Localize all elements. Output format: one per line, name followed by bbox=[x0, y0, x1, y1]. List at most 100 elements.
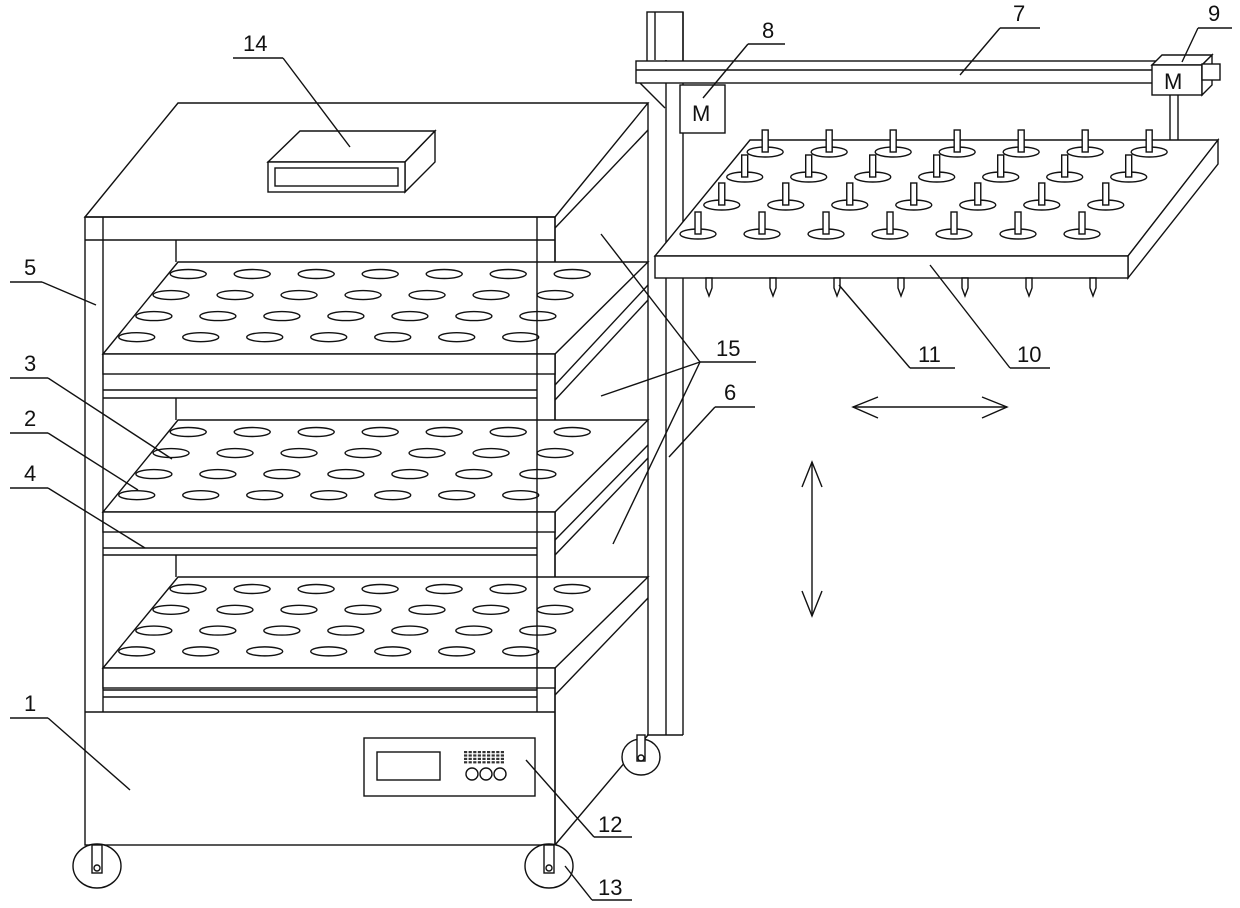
tray bbox=[103, 577, 648, 688]
keypad-key bbox=[496, 758, 499, 760]
keypad-key bbox=[473, 754, 476, 756]
keypad-key bbox=[464, 751, 467, 753]
needle bbox=[706, 278, 712, 296]
top-display-box bbox=[268, 131, 435, 192]
label-12: 12 bbox=[598, 812, 622, 837]
needle-plate bbox=[655, 130, 1218, 296]
keypad-key bbox=[473, 751, 476, 753]
control-panel bbox=[364, 738, 535, 796]
label-7: 7 bbox=[1013, 1, 1025, 26]
tray bbox=[103, 420, 648, 532]
label-10: 10 bbox=[1017, 342, 1041, 367]
keypad-key bbox=[469, 758, 472, 760]
plate-pin bbox=[887, 212, 893, 234]
label-14: 14 bbox=[243, 31, 267, 56]
keypad-key bbox=[473, 761, 476, 763]
label-15: 15 bbox=[716, 336, 740, 361]
label-1: 1 bbox=[24, 691, 36, 716]
keypad-key bbox=[482, 761, 485, 763]
keypad-key bbox=[501, 758, 504, 760]
keypad-key bbox=[464, 758, 467, 760]
keypad-key bbox=[496, 751, 499, 753]
plate-pin bbox=[1062, 155, 1068, 177]
keypad-key bbox=[464, 761, 467, 763]
plate-pin bbox=[823, 212, 829, 234]
plate-pin bbox=[759, 212, 765, 234]
plate-pin bbox=[826, 130, 832, 152]
keypad-key bbox=[478, 761, 481, 763]
label-13: 13 bbox=[598, 875, 622, 900]
plate-pin bbox=[934, 155, 940, 177]
label-5: 5 bbox=[24, 255, 36, 280]
label-8: 8 bbox=[762, 18, 774, 43]
keypad-key bbox=[478, 754, 481, 756]
vertical-arrow bbox=[802, 462, 822, 616]
plate-pin bbox=[742, 155, 748, 177]
keypad-key bbox=[469, 754, 472, 756]
plate-pin bbox=[1103, 183, 1109, 205]
label-9: 9 bbox=[1208, 1, 1220, 26]
keypad-key bbox=[492, 751, 495, 753]
horizontal-arrow bbox=[853, 397, 1007, 418]
motor-8-label: M bbox=[692, 101, 710, 126]
plate-pin bbox=[1039, 183, 1045, 205]
needle bbox=[770, 278, 776, 296]
needle bbox=[898, 278, 904, 296]
keypad-key bbox=[464, 754, 467, 756]
wheel bbox=[73, 844, 121, 888]
tray-group bbox=[103, 262, 648, 688]
label-2: 2 bbox=[24, 406, 36, 431]
plate-pin bbox=[1082, 130, 1088, 152]
plate-pin bbox=[954, 130, 960, 152]
needle bbox=[1090, 278, 1096, 296]
keypad-key bbox=[478, 751, 481, 753]
plate-pin bbox=[870, 155, 876, 177]
plate-pin bbox=[890, 130, 896, 152]
needle bbox=[834, 278, 840, 296]
plate-pin bbox=[695, 212, 701, 234]
plate-pin bbox=[911, 183, 917, 205]
keypad-key bbox=[482, 751, 485, 753]
label-4: 4 bbox=[24, 461, 36, 486]
label-6: 6 bbox=[724, 380, 736, 405]
plate-pin bbox=[1015, 212, 1021, 234]
keypad-key bbox=[492, 758, 495, 760]
keypad-key bbox=[473, 758, 476, 760]
keypad-key bbox=[487, 761, 490, 763]
keypad-key bbox=[501, 754, 504, 756]
keypad-key bbox=[487, 758, 490, 760]
motion-arrows bbox=[802, 397, 1007, 616]
keypad-key bbox=[487, 751, 490, 753]
plate-pin bbox=[762, 130, 768, 152]
plate-pin bbox=[806, 155, 812, 177]
plate-pin bbox=[975, 183, 981, 205]
keypad-key bbox=[501, 761, 504, 763]
motor-8: M bbox=[680, 85, 725, 133]
plate-pin bbox=[847, 183, 853, 205]
keypad-key bbox=[478, 758, 481, 760]
motor-9: M bbox=[1152, 55, 1220, 145]
keypad-key bbox=[482, 758, 485, 760]
plate-pin bbox=[719, 183, 725, 205]
motor-9-label: M bbox=[1164, 69, 1182, 94]
keypad-key bbox=[492, 761, 495, 763]
needle-row bbox=[706, 278, 1096, 296]
keypad-key bbox=[469, 751, 472, 753]
plate-pin bbox=[783, 183, 789, 205]
needle bbox=[1026, 278, 1032, 296]
label-3: 3 bbox=[24, 351, 36, 376]
keypad-key bbox=[487, 754, 490, 756]
label-11: 11 bbox=[918, 342, 941, 367]
tray bbox=[103, 262, 648, 374]
keypad-key bbox=[496, 754, 499, 756]
plate-pin bbox=[951, 212, 957, 234]
plate-pin bbox=[1018, 130, 1024, 152]
plate-pin bbox=[1079, 212, 1085, 234]
keypad-key bbox=[496, 761, 499, 763]
keypad-key bbox=[492, 754, 495, 756]
needle bbox=[962, 278, 968, 296]
keypad-key bbox=[469, 761, 472, 763]
keypad-key bbox=[482, 754, 485, 756]
